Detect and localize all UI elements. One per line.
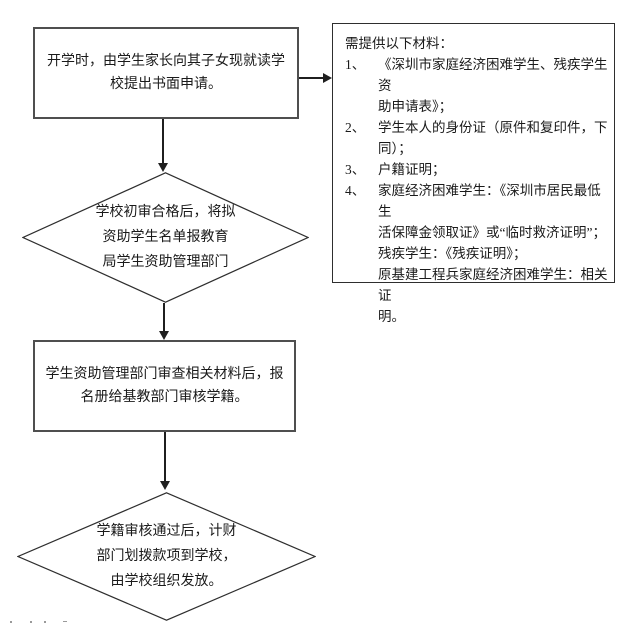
arrowhead-down-icon (160, 481, 170, 490)
text-line: 学校初审合格后，将拟 (95, 205, 236, 220)
connector-line-down-1 (162, 119, 164, 164)
materials-title: 需提供以下材料： (345, 36, 453, 51)
text-line: 助申请表》； (378, 99, 453, 114)
materials-item-3: 3、 户籍证明； (345, 159, 608, 180)
text-line: 学生本人的身份证（原件和复印件，下 (378, 120, 608, 135)
text-line: 开学时，由学生家长向其子女现就读学 (47, 54, 285, 69)
connector-line-right (299, 77, 323, 79)
text-line: 学籍审核通过后，计财 (96, 524, 237, 539)
text-line: 明。 (378, 309, 405, 324)
item-text: 家庭经济困难学生：《深圳市居民最低生 活保障金领取证》或“临时救济证明”； 残疾… (378, 180, 608, 327)
text-line: 《深圳市家庭经济困难学生、残疾学生资 (378, 57, 608, 93)
item-number: 2、 (345, 120, 366, 135)
text-line: 户籍证明； (378, 162, 446, 177)
materials-item-4: 4、 家庭经济困难学生：《深圳市居民最低生 活保障金领取证》或“临时救济证明”；… (345, 180, 608, 327)
decision-school-review-text: 学校初审合格后，将拟 资助学生名单报教育 局学生资助管理部门 (22, 172, 309, 303)
materials-item-1: 1、 《深圳市家庭经济困难学生、残疾学生资 助申请表》； (345, 54, 608, 117)
text-line: 由学校组织发放。 (110, 574, 223, 589)
text-line: 名册给基教部门审核学籍。 (80, 390, 249, 405)
text-line: 资助学生名单报教育 (102, 230, 229, 245)
decision-school-review-shape (22, 172, 309, 303)
decision-funds-disbursement-text: 学籍审核通过后，计财 部门划拨款项到学校， 由学校组织发放。 (17, 492, 316, 621)
connector-line-down-2 (163, 303, 165, 331)
arrowhead-down-icon (159, 331, 169, 340)
arrowhead-right-icon (323, 73, 332, 83)
scan-artifact (8, 620, 78, 624)
flow-step-review-text: 学生资助管理部门审查相关材料后，报 名册给基教部门审核学籍。 (46, 363, 284, 409)
flow-step-review-box: 学生资助管理部门审查相关材料后，报 名册给基教部门审核学籍。 (33, 340, 296, 432)
item-text: 《深圳市家庭经济困难学生、残疾学生资 助申请表》； (378, 54, 608, 117)
flow-step-application-box: 开学时，由学生家长向其子女现就读学 校提出书面申请。 (33, 27, 299, 119)
text-line: 同）； (378, 141, 412, 156)
item-number: 3、 (345, 162, 366, 177)
arrowhead-down-icon (158, 163, 168, 172)
item-number: 1、 (345, 57, 366, 72)
text-line: 校提出书面申请。 (110, 77, 222, 92)
text-line: 局学生资助管理部门 (102, 255, 229, 270)
text-line: 家庭经济困难学生：《深圳市居民最低生 (378, 183, 601, 219)
text-line: 部门划拨款项到学校， (96, 549, 237, 564)
materials-item-2: 2、 学生本人的身份证（原件和复印件，下 同）； (345, 117, 608, 159)
text-line: 活保障金领取证》或“临时救济证明”； (378, 225, 606, 240)
flow-step-application-text: 开学时，由学生家长向其子女现就读学 校提出书面申请。 (47, 50, 285, 96)
item-text: 学生本人的身份证（原件和复印件，下 同）； (378, 117, 608, 159)
text-line: 残疾学生：《残疾证明》； (378, 246, 527, 261)
materials-box: 需提供以下材料： 1、 《深圳市家庭经济困难学生、残疾学生资 助申请表》； 2、… (332, 23, 615, 324)
item-text: 户籍证明； (378, 159, 608, 180)
decision-funds-disbursement-shape (17, 492, 316, 621)
text-line: 原基建工程兵家庭经济困难学生：相关证 (378, 267, 608, 303)
connector-line-down-3 (164, 432, 166, 481)
item-number: 4、 (345, 183, 366, 198)
text-line: 学生资助管理部门审查相关材料后，报 (45, 367, 284, 382)
